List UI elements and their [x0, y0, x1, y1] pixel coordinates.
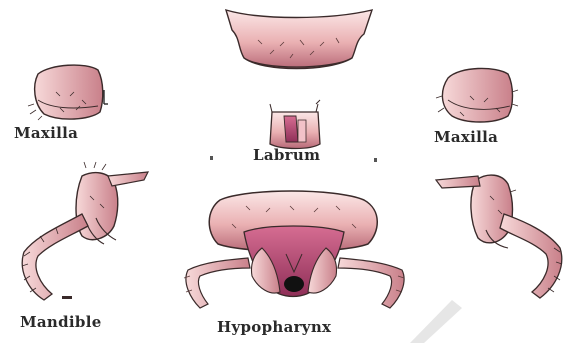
label-hypopharynx: Hypopharynx	[217, 318, 331, 336]
label-labrum: Labrum	[253, 146, 320, 164]
clypeus-fragment	[226, 10, 372, 69]
label-maxilla-right: Maxilla	[434, 128, 498, 146]
maxilla-left	[28, 65, 108, 120]
mandible-right	[436, 175, 562, 298]
mandible-left	[22, 162, 148, 300]
label-maxilla-left: Maxilla	[14, 124, 78, 142]
maxilla-right	[436, 68, 518, 122]
label-mandible: Mandible	[20, 313, 102, 331]
hypopharynx	[184, 191, 404, 308]
watermark-stroke	[410, 300, 462, 343]
